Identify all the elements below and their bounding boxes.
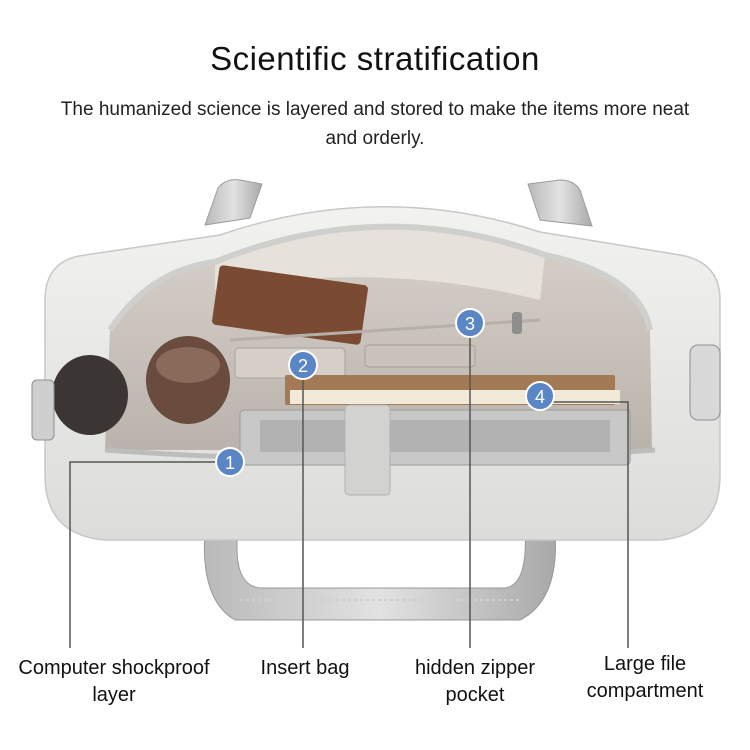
callout-number-4: 4 — [535, 387, 545, 407]
page-subtitle: The humanized science is layered and sto… — [60, 99, 690, 149]
page-title: Scientific stratification — [210, 40, 540, 77]
label-line: Insert bag — [260, 657, 350, 679]
label-line: compartment — [586, 680, 704, 702]
label-line: hidden zipper — [414, 657, 536, 679]
label-line: Computer shockproof — [18, 657, 210, 679]
side-buckles — [31, 344, 721, 441]
label-insert-bag: Insert bag — [240, 655, 370, 682]
label-line: pocket — [445, 684, 505, 706]
label-large-file-compartment: Large file compartment — [560, 651, 730, 705]
callout-badge-2: 2 — [288, 350, 318, 380]
label-line: layer — [92, 684, 136, 706]
bottom-handle — [203, 529, 557, 621]
callout-number-2: 2 — [298, 356, 308, 376]
top-handles — [204, 179, 593, 227]
callout-number-1: 1 — [225, 453, 235, 473]
leader-lines — [69, 335, 629, 648]
callout-badge-3: 3 — [455, 308, 485, 338]
label-computer-shockproof-layer: Computer shockproof layer — [0, 655, 228, 709]
label-hidden-zipper-pocket: hidden zipper pocket — [395, 655, 555, 709]
label-line: Large file — [603, 653, 687, 675]
callout-badge-4: 4 — [525, 381, 555, 411]
callout-number-3: 3 — [465, 314, 475, 334]
callout-badge-1: 1 — [215, 447, 245, 477]
